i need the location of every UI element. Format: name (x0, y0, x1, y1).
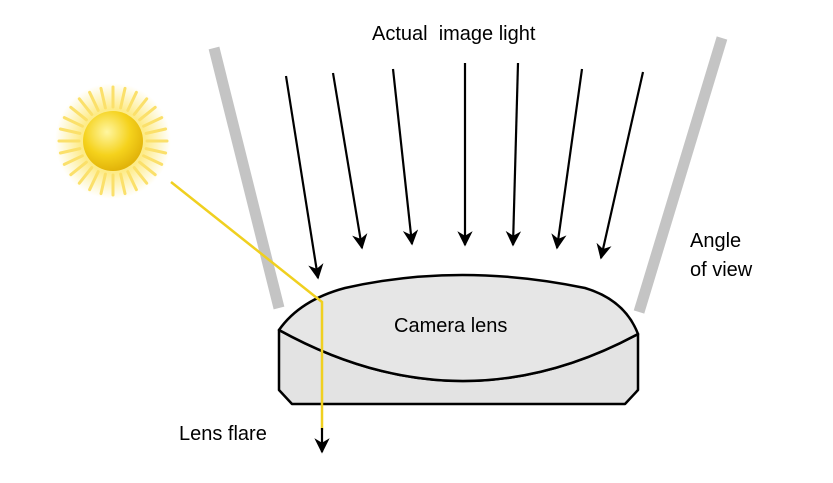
camera-lens (277, 273, 640, 406)
sun-ray (138, 160, 157, 177)
sun-ray (99, 86, 107, 110)
image-light-arrow (551, 68, 584, 250)
sun-ray (138, 105, 157, 122)
sun-ray (62, 154, 84, 166)
image-light-arrow (284, 75, 324, 280)
lens-flare-ray (170, 181, 330, 454)
sun-ray (144, 147, 168, 155)
sun-ray (119, 172, 127, 196)
image-light-label: Actual image light (372, 23, 536, 45)
sun-ray (88, 90, 100, 112)
angle-of-view-left-bar (208, 46, 285, 310)
sun-ray (132, 97, 149, 116)
camera-lens-front-element (277, 273, 640, 383)
angle-of-view-label-line1: Angle (690, 230, 741, 252)
angle-of-view-right-bar (633, 36, 728, 314)
sun-icon (55, 83, 171, 199)
sun-ray (99, 172, 107, 196)
sun-ray (58, 127, 82, 135)
image-light-arrow (391, 68, 419, 246)
sun-ray (88, 170, 100, 192)
camera-lens-label: Camera lens (394, 315, 507, 337)
sun-ray (126, 90, 138, 112)
sun-ray (144, 127, 168, 135)
sun-ray (77, 97, 94, 116)
image-light-arrows (284, 62, 645, 280)
sun-ray (126, 170, 138, 192)
sun-ray (142, 116, 164, 128)
image-light-arrow (505, 62, 522, 247)
sun-ray (58, 147, 82, 155)
sun-ray (69, 105, 88, 122)
angle-of-view-label-line2: of view (690, 259, 753, 281)
sun-ray (77, 166, 94, 185)
sun-ray (69, 160, 88, 177)
sun-ray (62, 116, 84, 128)
lens-flare-label: Lens flare (179, 423, 267, 445)
sun-ray (132, 166, 149, 185)
sun-ray (142, 154, 164, 166)
sun-ray (119, 86, 127, 110)
image-light-arrow (331, 72, 368, 250)
image-light-arrow (596, 71, 645, 260)
